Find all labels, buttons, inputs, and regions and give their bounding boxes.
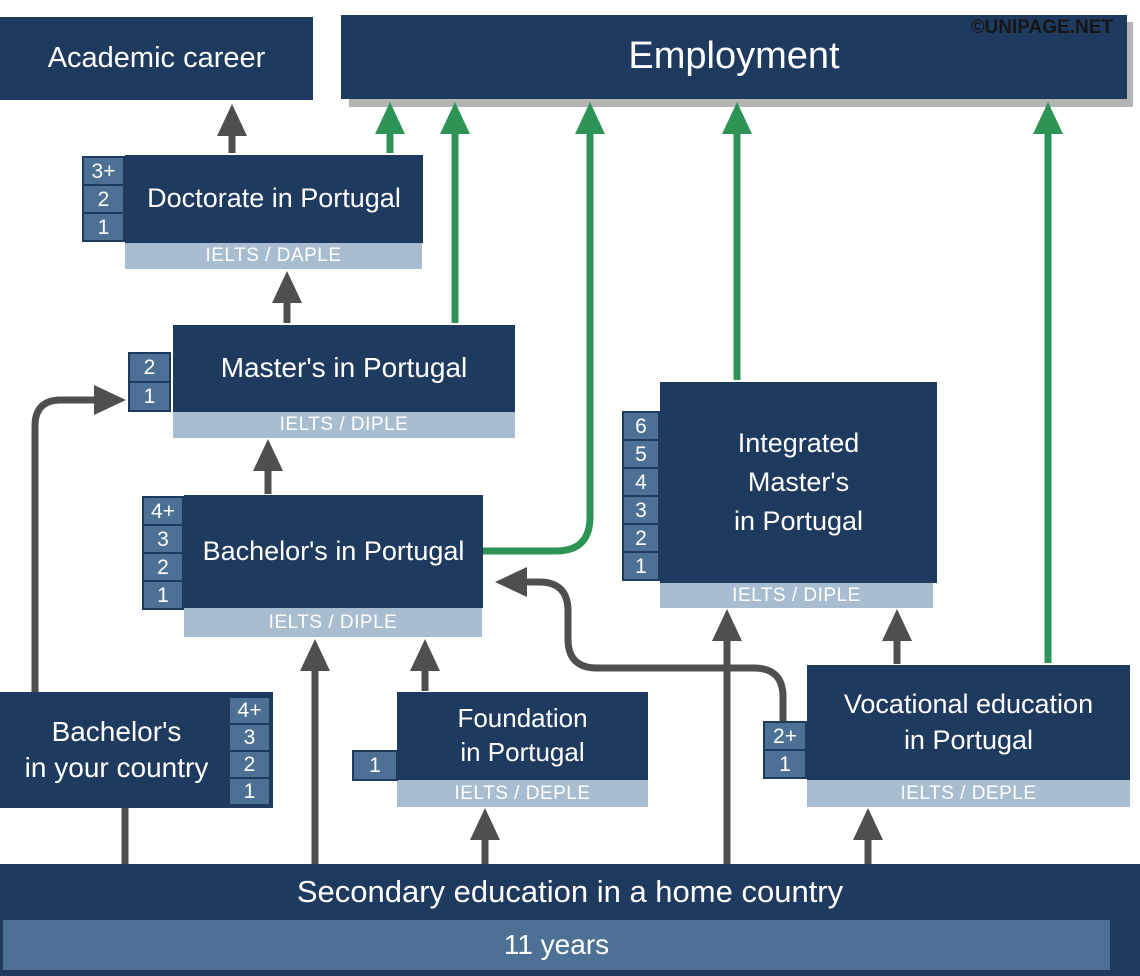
- label-line: Integrated: [737, 427, 860, 458]
- arrow-bachelor-to-masters: [253, 439, 283, 494]
- arrow-foundation-to-bachelor-portugal: [410, 639, 440, 691]
- year-tab: 5: [622, 439, 660, 469]
- arrow-secondary-to-integrated-masters: [712, 609, 742, 864]
- bachelor-home-label: Bachelor's in your country: [25, 714, 209, 787]
- arrow-vocational-to-bachelor-portugal: [495, 567, 787, 723]
- bachelor-portugal-label: Bachelor's in Portugal: [202, 535, 465, 566]
- integrated-masters-box: Integrated Master's in Portugal: [660, 382, 937, 583]
- year-tab: 1: [622, 551, 660, 581]
- year-tab: 2: [142, 552, 184, 582]
- arrow-doctorate-to-employment: [375, 102, 405, 153]
- academic-career-box: Academic career: [0, 17, 313, 100]
- label-line: in Portugal: [460, 737, 585, 767]
- arrow-vocational-to-employment: [1033, 102, 1063, 663]
- integrated-masters-exam-band: IELTS / DIPLE: [660, 583, 933, 608]
- integrated-masters-label: Integrated Master's in Portugal: [734, 424, 863, 541]
- label-line: Vocational education: [843, 689, 1094, 720]
- year-tab: 6: [622, 411, 660, 441]
- arrow-masters-to-doctorate: [272, 271, 302, 323]
- year-tab: 1: [763, 749, 807, 779]
- foundation-label: Foundation in Portugal: [457, 702, 587, 770]
- arrow-masters-to-employment: [440, 102, 470, 323]
- doctorate-label: Doctorate in Portugal: [147, 183, 401, 214]
- secondary-education-label: Secondary education in a home country: [296, 873, 844, 909]
- year-tab: 2: [622, 523, 660, 553]
- label-line: in your country: [24, 752, 209, 783]
- doctorate-box: Doctorate in Portugal: [125, 155, 423, 243]
- label-line: in Portugal: [903, 724, 1034, 755]
- year-tab: 1: [128, 381, 171, 412]
- vocational-box: Vocational education in Portugal: [807, 665, 1130, 780]
- masters-exam-band: IELTS / DIPLE: [173, 412, 515, 438]
- doctorate-exam-band: IELTS / DAPLE: [125, 243, 422, 269]
- year-tab: 4: [622, 467, 660, 497]
- arrow-secondary-to-vocational: [853, 808, 883, 864]
- foundation-year-tabs: 1: [352, 750, 398, 781]
- vocational-exam-band: IELTS / DEPLE: [807, 780, 1130, 807]
- arrow-bachelor-home-to-masters: [31, 385, 126, 693]
- secondary-duration-band: 11 years: [3, 920, 1110, 970]
- year-tab: 1: [228, 777, 271, 806]
- year-tab: 4+: [142, 496, 184, 526]
- bachelor-home-year-tabs: 4+ 3 2 1: [228, 696, 271, 806]
- year-tab: 3+: [82, 156, 125, 186]
- year-tab: 2: [228, 750, 271, 779]
- bachelor-portugal-exam-band: IELTS / DIPLE: [184, 608, 482, 637]
- year-tab: 3: [622, 495, 660, 525]
- label-line: Bachelor's: [51, 715, 182, 747]
- arrow-secondary-to-bachelor-portugal: [300, 639, 330, 864]
- year-tab: 2: [128, 352, 171, 383]
- employment-label: Employment: [628, 35, 840, 78]
- vocational-label: Vocational education in Portugal: [844, 687, 1093, 757]
- academic-career-label: Academic career: [47, 41, 266, 74]
- arrow-integrated-to-employment: [722, 102, 752, 380]
- year-tab: 2+: [763, 721, 807, 751]
- bachelor-home-box: Bachelor's in your country: [0, 692, 273, 808]
- year-tab: 4+: [228, 696, 271, 725]
- year-tab: 1: [82, 212, 125, 242]
- masters-label: Master's in Portugal: [220, 352, 468, 384]
- masters-year-tabs: 2 1: [128, 352, 171, 412]
- label-line: in Portugal: [733, 506, 864, 537]
- year-tab: 3: [228, 723, 271, 752]
- year-tab: 1: [142, 580, 184, 610]
- green-arrows: [375, 102, 1063, 663]
- masters-box: Master's in Portugal: [173, 325, 515, 412]
- arrow-bachelor-to-employment: [483, 102, 605, 555]
- bachelor-portugal-year-tabs: 4+ 3 2 1: [142, 496, 184, 610]
- doctorate-year-tabs: 3+ 2 1: [82, 156, 125, 242]
- employment-box: Employment: [341, 15, 1127, 99]
- arrow-doctorate-to-academic: [217, 104, 247, 153]
- vocational-year-tabs: 2+ 1: [763, 721, 807, 779]
- year-tab: 1: [352, 750, 398, 781]
- label-line: Foundation: [457, 703, 588, 734]
- foundation-exam-band: IELTS / DEPLE: [397, 780, 648, 807]
- arrow-vocational-to-integrated-masters: [882, 609, 912, 664]
- arrow-secondary-to-foundation: [470, 808, 500, 864]
- unipage-watermark: ©UNIPAGE.NET: [970, 17, 1113, 38]
- bachelor-portugal-box: Bachelor's in Portugal: [184, 495, 483, 608]
- label-line: Master's: [747, 466, 850, 497]
- secondary-education-box: Secondary education in a home country 11…: [0, 864, 1140, 976]
- foundation-box: Foundation in Portugal: [397, 692, 648, 780]
- year-tab: 3: [142, 524, 184, 554]
- integrated-masters-year-tabs: 6 5 4 3 2 1: [622, 411, 660, 581]
- year-tab: 2: [82, 184, 125, 214]
